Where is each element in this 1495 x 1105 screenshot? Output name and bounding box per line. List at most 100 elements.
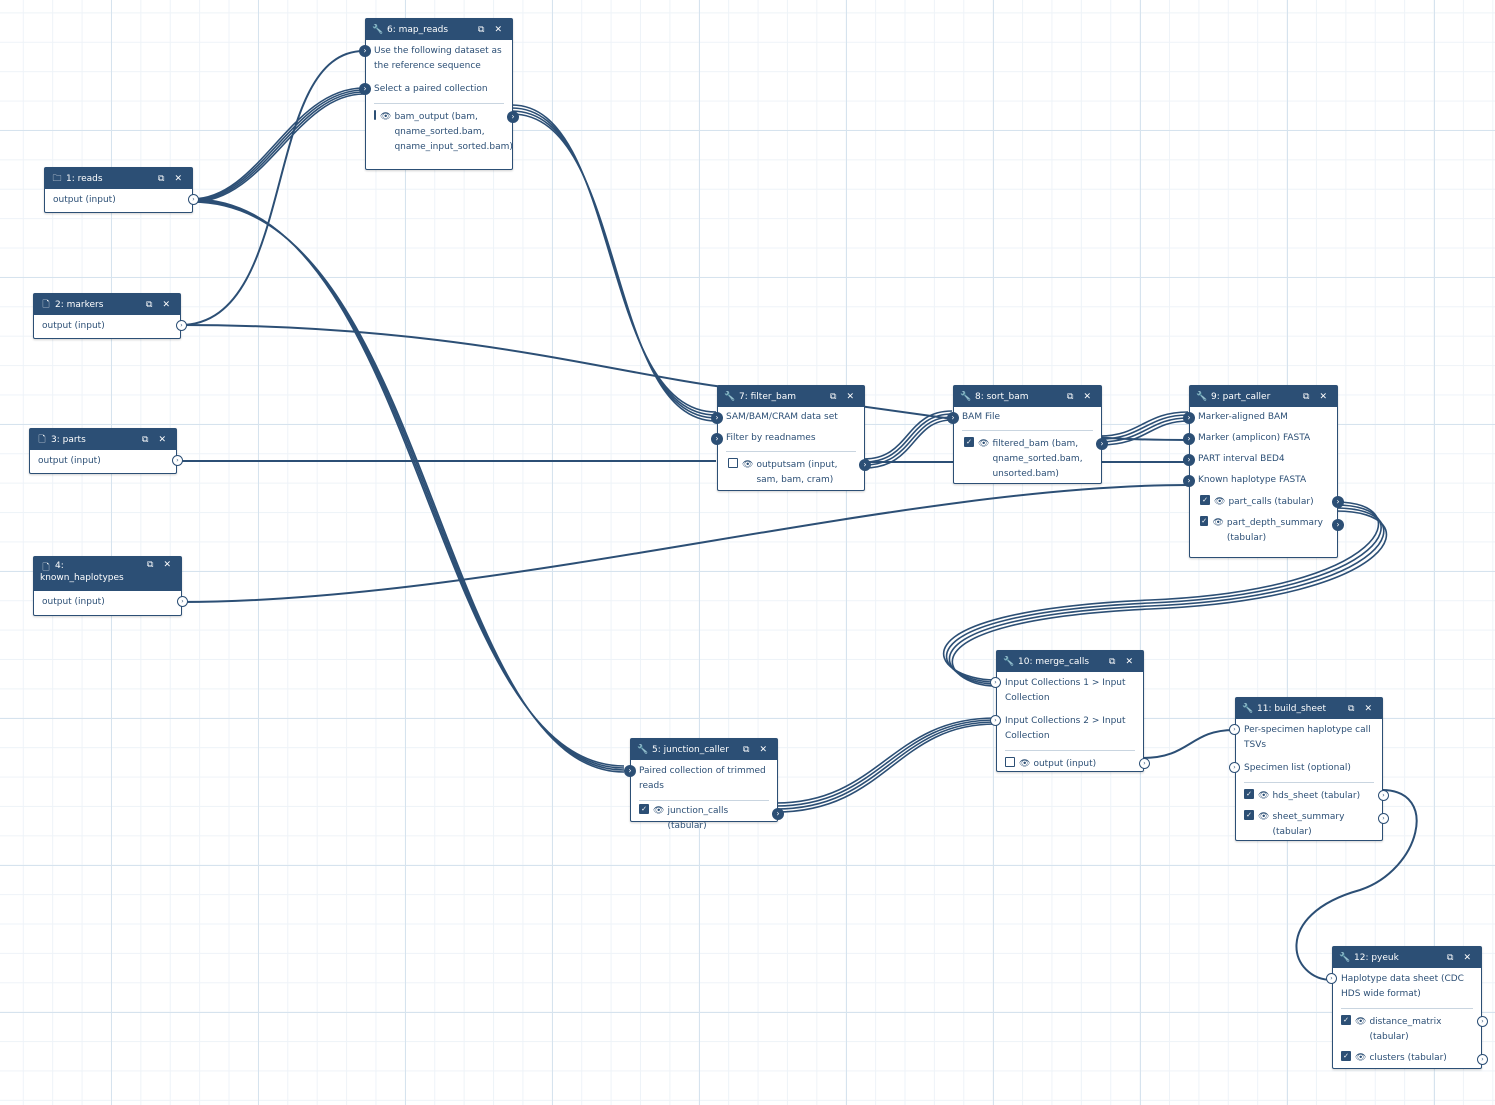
node-reads[interactable]: 🗀 1: reads ⧉✕ output (input) ›	[44, 167, 199, 213]
node-header[interactable]: 🗋 4:known_haplotypes ⧉✕	[34, 557, 181, 591]
output-terminal-icon[interactable]: ›	[507, 111, 519, 123]
copy-icon[interactable]: ⧉	[1067, 391, 1074, 402]
node-header[interactable]: 🔧 12: pyeuk ⧉✕	[1333, 947, 1481, 968]
output-terminal-icon[interactable]: ›	[1332, 519, 1344, 531]
output-terminal-icon[interactable]: ›	[177, 596, 188, 607]
copy-icon[interactable]: ⧉	[1109, 656, 1116, 667]
input-terminal-icon[interactable]: ›	[990, 715, 1001, 726]
node-header[interactable]: 🔧 7: filter_bam ⧉✕	[718, 386, 864, 407]
output-checkbox[interactable]: ✓	[1244, 810, 1254, 820]
input-terminal-icon[interactable]: ›	[359, 83, 371, 95]
node-header[interactable]: 🔧 9: part_caller ⧉✕	[1190, 386, 1337, 407]
output-terminal-icon[interactable]: ›	[188, 194, 199, 205]
output-terminal-icon[interactable]: ›	[772, 808, 784, 820]
node-part-caller[interactable]: 🔧 9: part_caller ⧉✕ › Marker-aligned BAM…	[1183, 385, 1344, 558]
copy-icon[interactable]: ⧉	[1447, 952, 1454, 963]
input-terminal-icon[interactable]: ›	[1229, 762, 1240, 773]
node-merge-calls[interactable]: 🔧 10: merge_calls ⧉✕ › Input Collections…	[990, 650, 1150, 772]
copy-icon[interactable]: ⧉	[1348, 703, 1355, 714]
node-known-haplotypes[interactable]: 🗋 4:known_haplotypes ⧉✕ output (input) ›	[33, 556, 188, 616]
copy-icon[interactable]: ⧉	[743, 744, 750, 755]
node-header[interactable]: 🗀 1: reads ⧉✕	[45, 168, 192, 189]
input-terminal-icon[interactable]: ›	[711, 412, 723, 424]
eye-icon[interactable]: 👁	[1212, 518, 1224, 528]
output-checkbox[interactable]	[1005, 757, 1015, 767]
output-checkbox[interactable]	[374, 110, 376, 120]
close-icon[interactable]: ✕	[1319, 391, 1327, 402]
output-terminal-icon[interactable]: ›	[1096, 438, 1108, 450]
eye-icon[interactable]: 👁	[1355, 1017, 1367, 1027]
input-terminal-icon[interactable]: ›	[947, 412, 959, 424]
node-header[interactable]: 🔧 5: junction_caller ⧉✕	[631, 739, 777, 760]
eye-icon[interactable]: 👁	[1258, 812, 1270, 822]
node-parts[interactable]: 🗋 3: parts ⧉✕ output (input) ›	[29, 428, 183, 474]
node-pyeuk[interactable]: 🔧 12: pyeuk ⧉✕ › Haplotype data sheet (C…	[1326, 946, 1488, 1069]
eye-icon[interactable]: 👁	[1355, 1053, 1367, 1063]
node-markers[interactable]: 🗋 2: markers ⧉✕ output (input) ›	[33, 293, 187, 339]
close-icon[interactable]: ✕	[1083, 391, 1091, 402]
copy-icon[interactable]: ⧉	[146, 299, 153, 310]
eye-icon[interactable]: 👁	[380, 112, 392, 122]
input-terminal-icon[interactable]: ›	[990, 677, 1001, 688]
node-header[interactable]: 🔧 11: build_sheet ⧉✕	[1236, 698, 1382, 719]
close-icon[interactable]: ✕	[174, 173, 182, 184]
close-icon[interactable]: ✕	[163, 560, 171, 570]
node-sort-bam[interactable]: 🔧 8: sort_bam ⧉✕ › BAM File ✓ 👁 filtered…	[947, 385, 1108, 484]
input-terminal-icon[interactable]: ›	[711, 433, 723, 445]
close-icon[interactable]: ✕	[1463, 952, 1471, 963]
output-checkbox[interactable]: ✓	[1200, 516, 1209, 526]
input-terminal-icon[interactable]: ›	[1183, 454, 1195, 466]
input-terminal-icon[interactable]: ›	[359, 45, 371, 57]
copy-icon[interactable]: ⧉	[830, 391, 837, 402]
output-checkbox[interactable]: ✓	[1200, 495, 1210, 505]
output-terminal-icon[interactable]: ›	[1139, 758, 1150, 769]
eye-icon[interactable]: 👁	[1258, 791, 1270, 801]
node-header[interactable]: 🔧 10: merge_calls ⧉✕	[997, 651, 1143, 672]
output-terminal-icon[interactable]: ›	[1477, 1054, 1488, 1065]
eye-icon[interactable]: 👁	[1019, 759, 1031, 769]
input-terminal-icon[interactable]: ›	[1326, 973, 1337, 984]
output-terminal-icon[interactable]: ›	[1378, 790, 1389, 801]
output-terminal-icon[interactable]: ›	[1477, 1016, 1488, 1027]
output-terminal-icon[interactable]: ›	[1378, 813, 1389, 824]
node-build-sheet[interactable]: 🔧 11: build_sheet ⧉✕ › Per-specimen hapl…	[1229, 697, 1389, 841]
eye-icon[interactable]: 👁	[978, 439, 990, 449]
eye-icon[interactable]: 👁	[653, 806, 665, 816]
input-terminal-icon[interactable]: ›	[1229, 724, 1240, 735]
close-icon[interactable]: ✕	[759, 744, 767, 755]
copy-icon[interactable]: ⧉	[1303, 391, 1310, 402]
copy-icon[interactable]: ⧉	[158, 173, 165, 184]
output-checkbox[interactable]: ✓	[639, 804, 649, 814]
node-filter-bam[interactable]: 🔧 7: filter_bam ⧉✕ › SAM/BAM/CRAM data s…	[711, 385, 871, 491]
input-terminal-icon[interactable]: ›	[1183, 433, 1195, 445]
eye-icon[interactable]: 👁	[742, 460, 754, 470]
output-checkbox[interactable]: ✓	[1341, 1051, 1351, 1061]
close-icon[interactable]: ✕	[494, 24, 502, 35]
output-checkbox[interactable]	[728, 458, 738, 468]
output-terminal-icon[interactable]: ›	[172, 455, 183, 466]
close-icon[interactable]: ✕	[158, 434, 166, 445]
node-header[interactable]: 🗋 3: parts ⧉✕	[30, 429, 176, 450]
close-icon[interactable]: ✕	[162, 299, 170, 310]
node-junction-caller[interactable]: 🔧 5: junction_caller ⧉✕ › Paired collect…	[624, 738, 784, 831]
close-icon[interactable]: ✕	[1125, 656, 1133, 667]
output-terminal-icon[interactable]: ›	[176, 320, 187, 331]
copy-icon[interactable]: ⧉	[147, 560, 154, 570]
output-terminal-icon[interactable]: ›	[1332, 496, 1344, 508]
input-terminal-icon[interactable]: ›	[1183, 475, 1195, 487]
output-checkbox[interactable]: ✓	[964, 437, 974, 447]
node-header[interactable]: 🔧 8: sort_bam ⧉✕	[954, 386, 1101, 407]
input-terminal-icon[interactable]: ›	[624, 765, 636, 777]
close-icon[interactable]: ✕	[846, 391, 854, 402]
close-icon[interactable]: ✕	[1364, 703, 1372, 714]
node-header[interactable]: 🔧 6: map_reads ⧉✕	[366, 19, 512, 40]
output-terminal-icon[interactable]: ›	[859, 459, 871, 471]
copy-icon[interactable]: ⧉	[142, 434, 149, 445]
node-header[interactable]: 🗋 2: markers ⧉✕	[34, 294, 180, 315]
output-checkbox[interactable]: ✓	[1341, 1015, 1351, 1025]
node-map-reads[interactable]: 🔧 6: map_reads ⧉✕ › Use the following da…	[359, 18, 519, 170]
eye-icon[interactable]: 👁	[1214, 497, 1226, 507]
output-checkbox[interactable]: ✓	[1244, 789, 1254, 799]
copy-icon[interactable]: ⧉	[478, 24, 485, 35]
input-terminal-icon[interactable]: ›	[1183, 412, 1195, 424]
